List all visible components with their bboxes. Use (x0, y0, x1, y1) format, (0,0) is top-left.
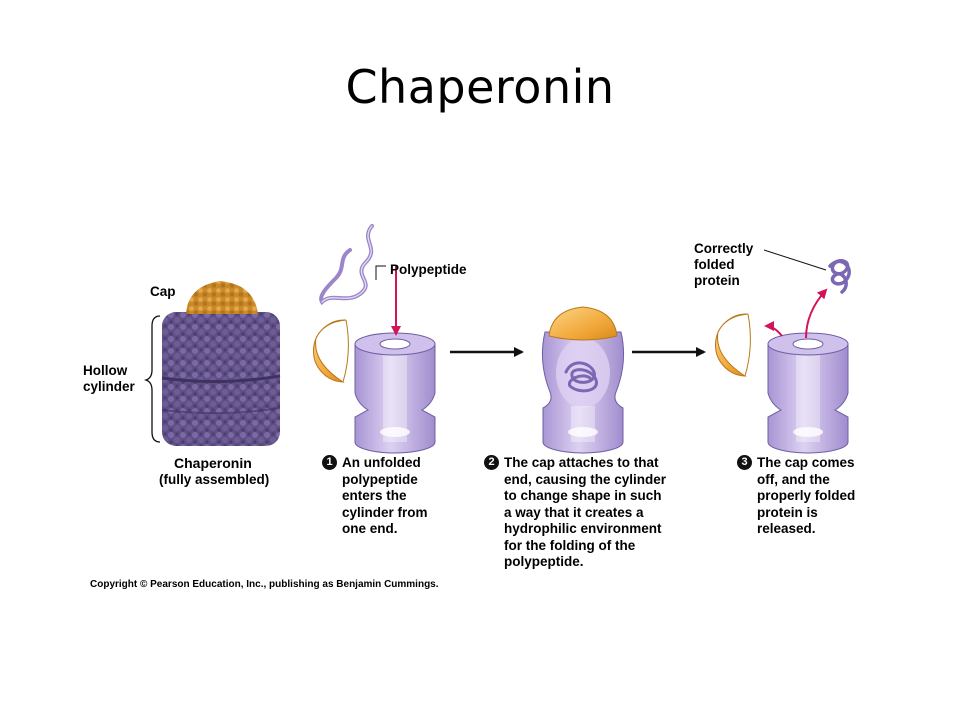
step-1: 1 An unfolded polypeptide enters the cyl… (322, 455, 467, 538)
step-2-line: The cap attaches to that (504, 455, 659, 470)
hollow-cylinder-label-line1: Hollow (83, 363, 128, 378)
step-1-number: 1 (322, 455, 337, 470)
copyright-notice: Copyright © Pearson Education, Inc., pub… (90, 579, 439, 590)
step-2-line: hydrophilic environment (504, 521, 662, 536)
stage-2-cap (548, 306, 618, 341)
step-2-line: for the folding of the (504, 537, 636, 553)
protein-release-arrow (805, 288, 828, 339)
cap-release-arrow (764, 321, 783, 337)
slide-title: Chaperonin (345, 60, 615, 114)
folded-protein (828, 259, 851, 294)
molecule-groove (161, 374, 281, 384)
step-1-line: An unfolded (342, 455, 421, 470)
step-2: 2 The cap attaches to that end, causing … (484, 455, 714, 571)
step-2-line: a way that it creates a (504, 504, 644, 520)
step-3: 3 The cap comes off, and the properly fo… (737, 455, 897, 538)
stage-1-cylinder (354, 332, 436, 454)
step-2-line: to change shape in such (504, 488, 662, 503)
polypeptide-leader-line (375, 265, 386, 280)
step-3-number: 3 (737, 455, 752, 470)
step-1-line: one end. (342, 521, 398, 536)
step-2-line: end, causing the cylinder (504, 471, 667, 487)
chaperonin-label: Chaperonin (174, 455, 252, 471)
stage-3-cap-rim (744, 313, 751, 377)
correctly-folded-label-line2: folded (694, 257, 735, 272)
fully-assembled-label: (fully assembled) (159, 472, 270, 487)
folded-protein-leader-line (763, 249, 827, 271)
step-3-line: protein is (757, 504, 818, 520)
chaperonin-molecule (161, 281, 281, 446)
correctly-folded-label-line3: protein (694, 273, 740, 288)
step-1-line: cylinder from (342, 504, 428, 520)
hollow-cylinder-label-line2: cylinder (83, 379, 135, 394)
stage-3-cap (715, 313, 749, 377)
stage-3-cylinder (767, 332, 849, 454)
correctly-folded-label-line1: Correctly (694, 241, 754, 256)
step-3-line: released. (757, 521, 816, 536)
molecule-groove (161, 407, 281, 415)
hollow-cylinder-bracket (143, 315, 161, 443)
polypeptide-label: Polypeptide (390, 262, 467, 277)
stage-1-cap (313, 319, 347, 383)
step-3-line: The cap comes (757, 455, 855, 470)
step-1-line: enters the (342, 488, 407, 503)
stage-1-cap-rim (342, 319, 349, 383)
cap-label: Cap (150, 284, 176, 299)
stage-2-cylinder (541, 331, 625, 454)
stage-2-folding-protein (564, 361, 598, 393)
step-2-number: 2 (484, 455, 499, 470)
unfolded-polypeptide (321, 225, 373, 303)
step-2-line: polypeptide. (504, 554, 584, 569)
step-3-line: off, and the (757, 471, 830, 487)
molecule-cap (186, 281, 258, 314)
step-1-line: polypeptide (342, 471, 418, 487)
step-3-line: properly folded (757, 488, 856, 503)
